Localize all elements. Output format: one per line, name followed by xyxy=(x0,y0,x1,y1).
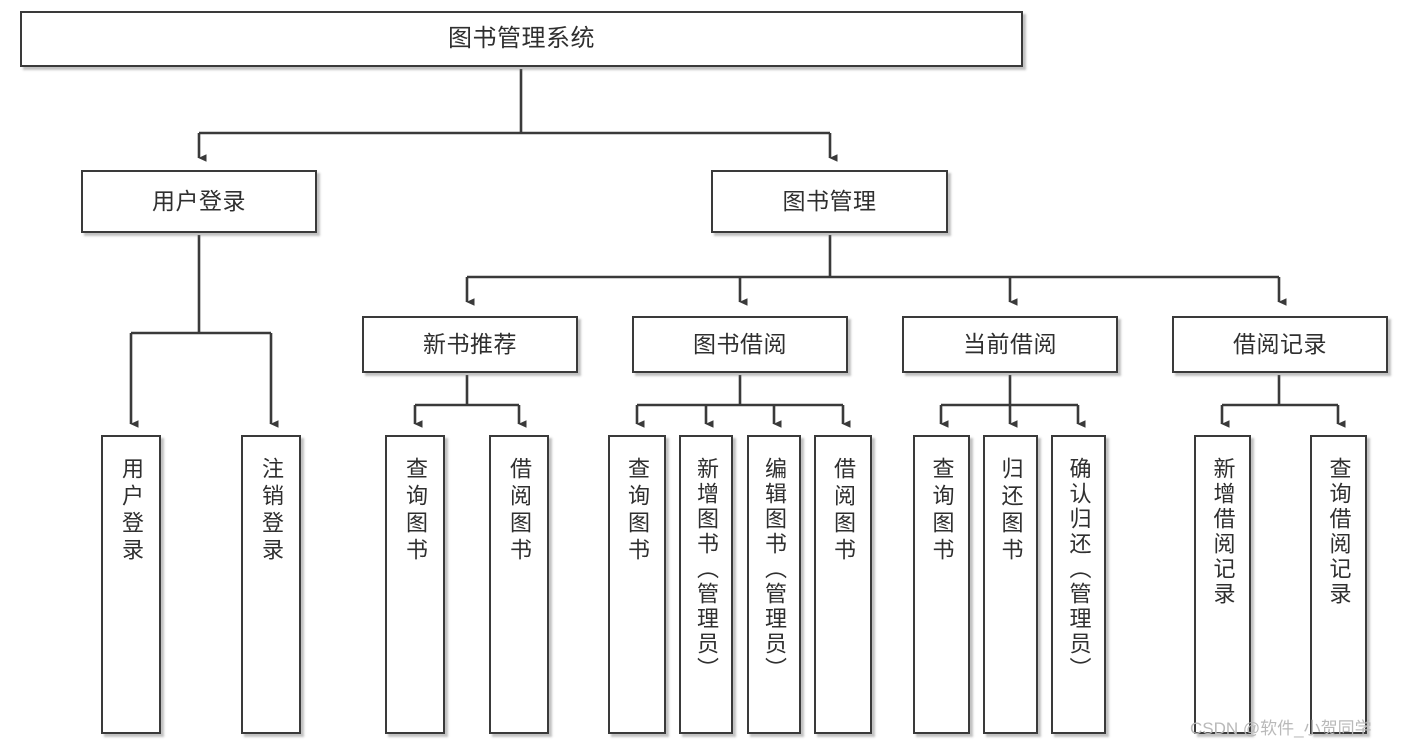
node-label: 借阅图书 xyxy=(507,457,532,565)
leaf-query-borrow-record[interactable]: 查询借阅记录 xyxy=(1310,435,1367,734)
node-label: 新增借阅记录 xyxy=(1210,457,1236,607)
node-new-book-recommend[interactable]: 新书推荐 xyxy=(362,316,578,373)
leaf-query-book-current[interactable]: 查询图书 xyxy=(913,435,970,734)
leaf-borrow-book-borrow[interactable]: 借阅图书 xyxy=(814,435,872,734)
leaf-query-book-recommend[interactable]: 查询图书 xyxy=(385,435,445,734)
node-label: 归还图书 xyxy=(998,457,1024,565)
node-label: 注销登录 xyxy=(259,457,284,565)
leaf-add-borrow-record[interactable]: 新增借阅记录 xyxy=(1194,435,1251,734)
node-label: 图书管理 xyxy=(782,187,877,214)
node-label: 新书推荐 xyxy=(423,330,517,357)
node-root-book-management-system[interactable]: 图书管理系统 xyxy=(20,11,1023,67)
leaf-borrow-book-recommend[interactable]: 借阅图书 xyxy=(489,435,549,734)
leaf-logout-login[interactable]: 注销登录 xyxy=(241,435,301,734)
node-label: 查询借阅记录 xyxy=(1326,457,1352,607)
leaf-query-book-borrow[interactable]: 查询图书 xyxy=(608,435,666,734)
node-label: 图书管理系统 xyxy=(448,24,595,52)
node-label: 用户登录 xyxy=(152,187,246,214)
node-book-management[interactable]: 图书管理 xyxy=(711,170,948,233)
node-label: 图书借阅 xyxy=(693,330,787,357)
node-label: 查询图书 xyxy=(929,457,955,565)
node-book-borrow[interactable]: 图书借阅 xyxy=(632,316,848,373)
node-label: 当前借阅 xyxy=(963,330,1057,357)
node-label: 编辑图书（管理员） xyxy=(762,457,787,682)
node-label: 查询图书 xyxy=(625,457,650,565)
node-user-login[interactable]: 用户登录 xyxy=(81,170,317,233)
node-label: 借阅图书 xyxy=(831,457,856,565)
leaf-add-book-admin[interactable]: 新增图书（管理员） xyxy=(679,435,733,734)
leaf-return-book[interactable]: 归还图书 xyxy=(983,435,1038,734)
watermark: CSDN @软件_小贺同学 xyxy=(1190,719,1372,738)
leaf-edit-book-admin[interactable]: 编辑图书（管理员） xyxy=(747,435,801,734)
leaf-user-login[interactable]: 用户登录 xyxy=(101,435,161,734)
node-borrow-record[interactable]: 借阅记录 xyxy=(1172,316,1388,373)
node-label: 确认归还（管理员） xyxy=(1066,457,1092,682)
node-label: 新增图书（管理员） xyxy=(694,457,719,682)
node-label: 用户登录 xyxy=(119,457,144,565)
node-label: 查询图书 xyxy=(403,457,428,565)
node-label: 借阅记录 xyxy=(1233,330,1327,357)
node-current-borrow[interactable]: 当前借阅 xyxy=(902,316,1118,373)
leaf-confirm-return-admin[interactable]: 确认归还（管理员） xyxy=(1051,435,1106,734)
